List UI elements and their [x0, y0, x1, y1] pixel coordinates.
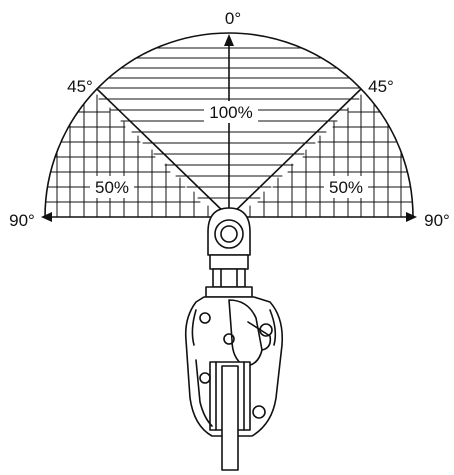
angle-label-45-left: 45° [67, 77, 93, 96]
shackle-eye [207, 207, 251, 256]
angle-semicircle [44, 32, 414, 218]
zone-label-left: 50% [95, 178, 129, 197]
right-45-boundary [228, 88, 362, 218]
left-zone-grid [45, 94, 209, 217]
angle-label-90-right: 90° [424, 211, 450, 230]
steel-plate [221, 365, 239, 471]
zone-label-center: 100% [209, 103, 252, 122]
right-arrow-head [406, 212, 417, 222]
link-piece [205, 254, 253, 298]
angle-label-0: 0° [225, 9, 241, 28]
angle-label-90-left: 90° [9, 211, 35, 230]
left-arrow-head [41, 212, 52, 222]
left-45-boundary [96, 88, 230, 218]
vertical-arrow-head [224, 34, 234, 46]
right-zone-grid [249, 94, 413, 217]
angle-label-45-right: 45° [368, 77, 394, 96]
zone-label-right: 50% [329, 178, 363, 197]
lifting-clamp [184, 207, 284, 471]
